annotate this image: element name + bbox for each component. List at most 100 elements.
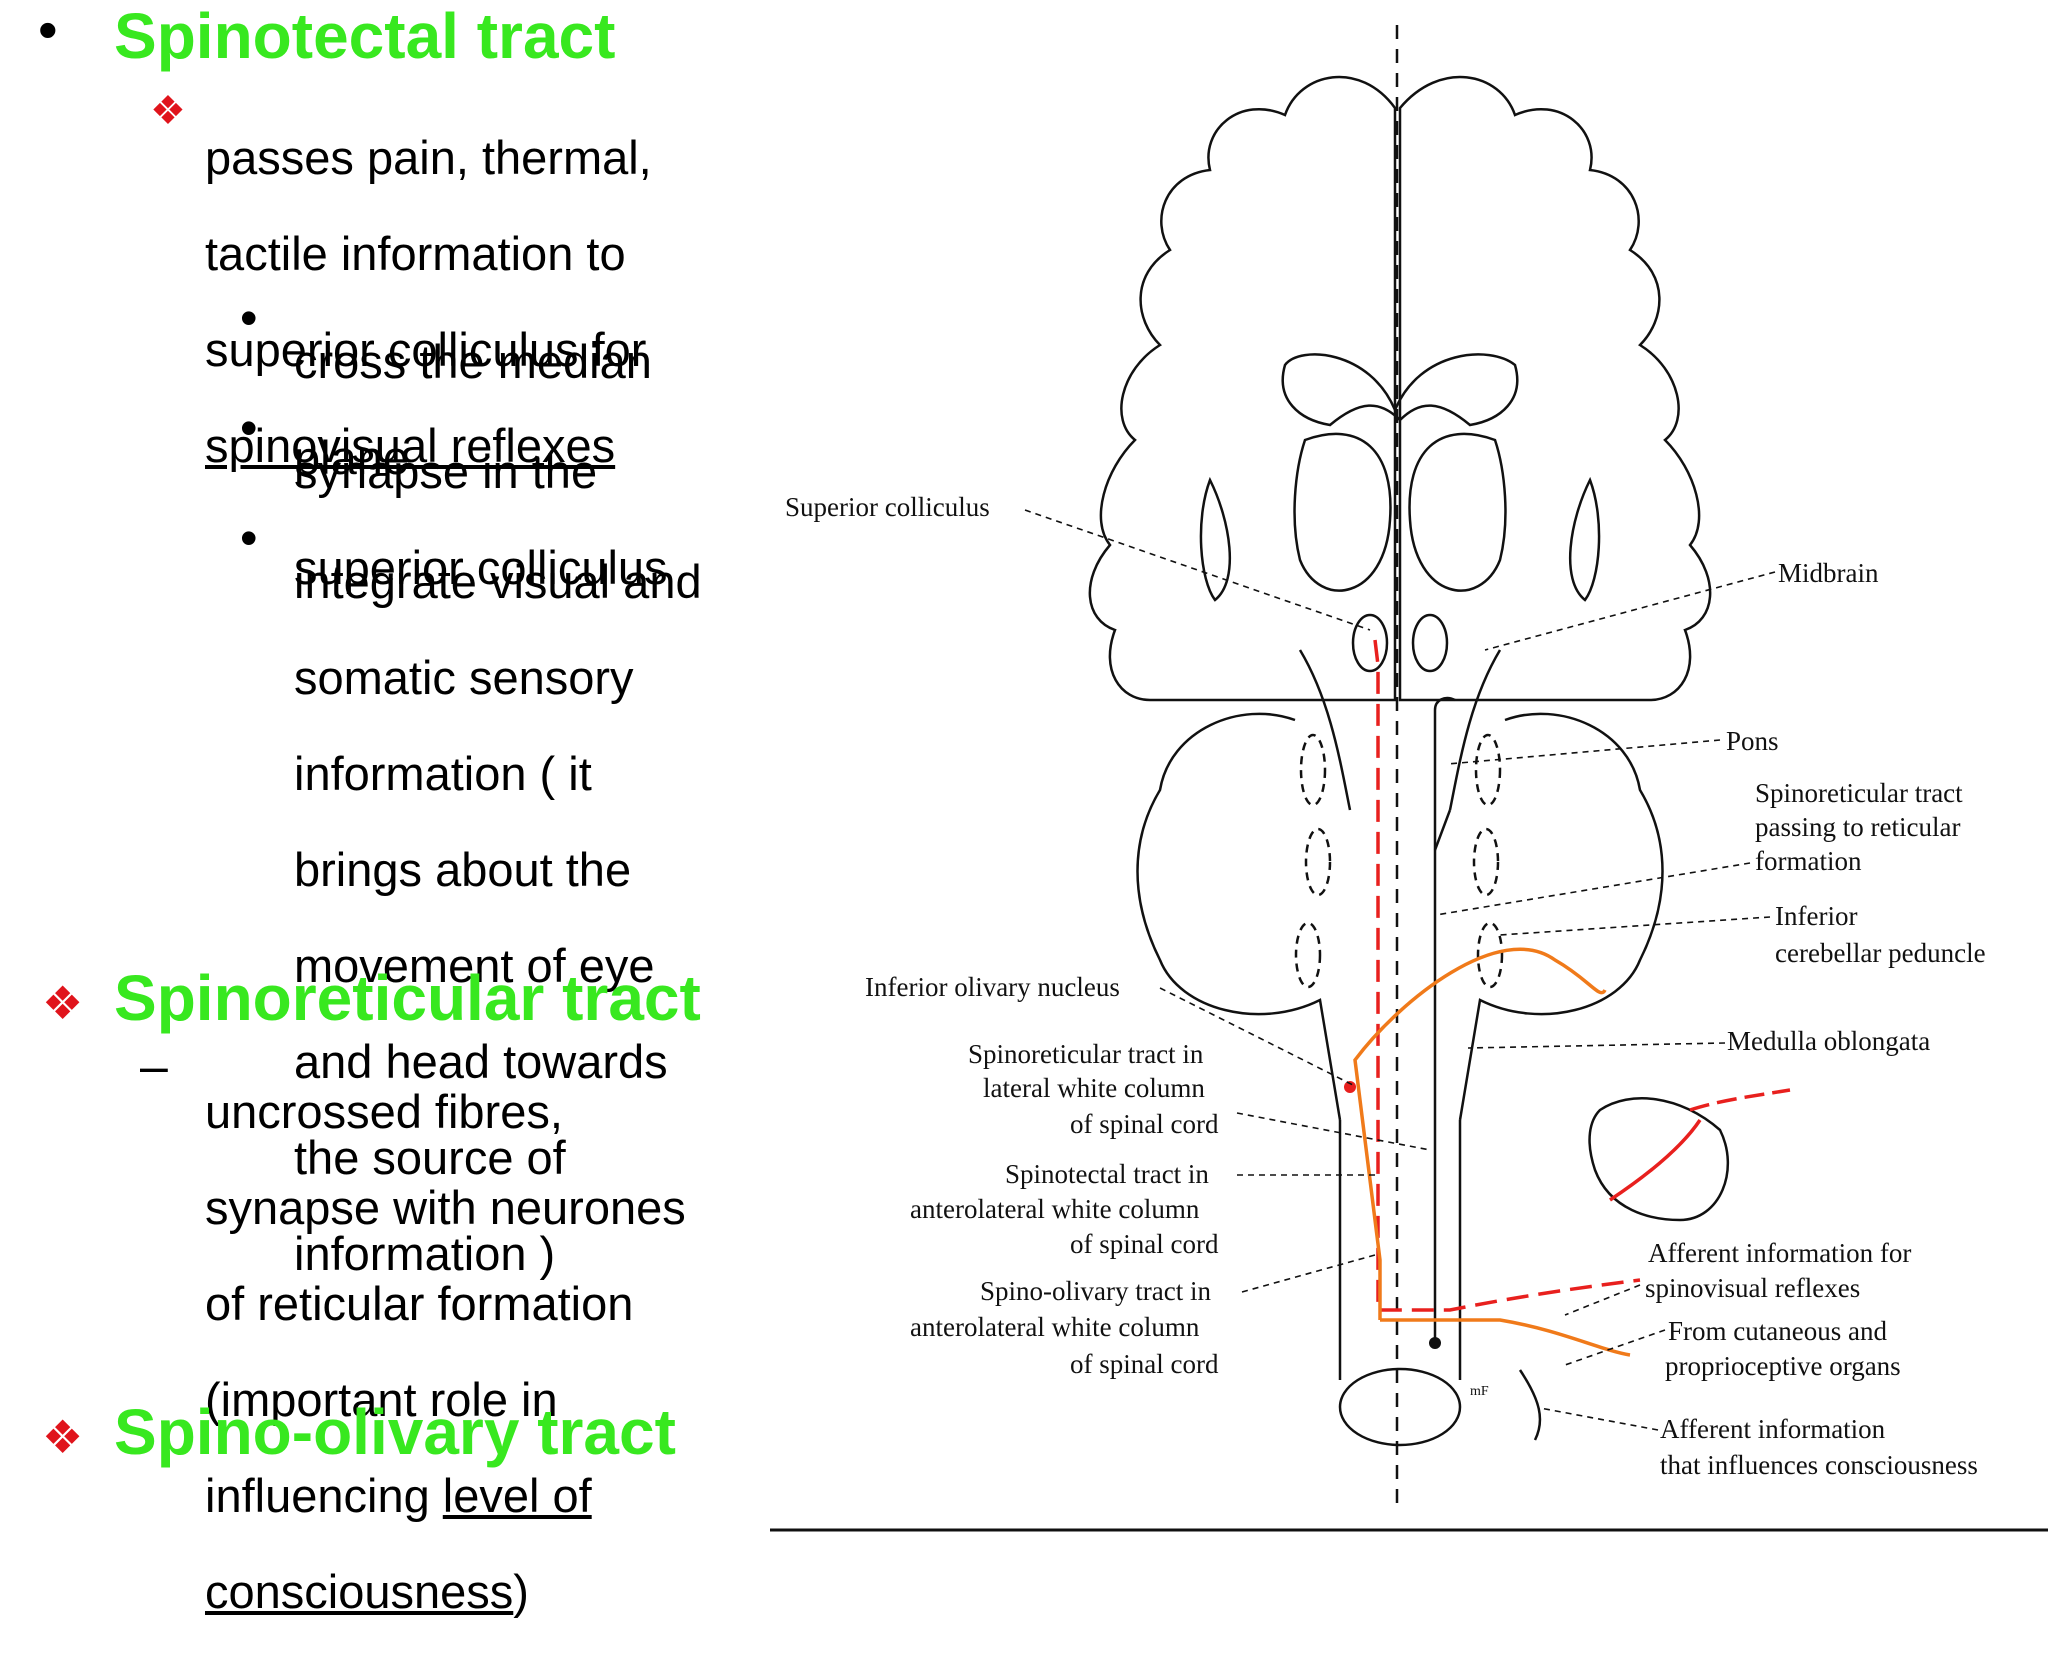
label-spinoreticular-lateral-3: of spinal cord [1070,1109,1219,1139]
point-line: cross the median [294,335,652,388]
point-line: synapse in the [294,445,598,498]
label-medulla: Medulla oblongata [1727,1026,1930,1056]
left-ventricle [1199,476,1232,602]
leader-lines [1024,509,1776,1431]
label-spino-olivary-3: of spinal cord [1070,1349,1219,1379]
point-cross-median: cross the median plane [294,290,652,530]
point-line: information ) [294,1227,556,1280]
inset-cord-section [1588,1097,1730,1222]
olivary-cerebellar-tract [1353,947,1607,1320]
label-spinoreticular-lateral-1: Spinoreticular tract in [968,1039,1204,1069]
left-colliculus [1351,613,1389,673]
point-line: superior colliculus [294,541,668,594]
sr-text: ) [513,1565,529,1618]
point-integrate: integrate visual and somatic sensory inf… [294,510,702,1326]
sr-line: of reticular formation [205,1277,634,1330]
label-afferent-consciousness-2: that influences consciousness [1660,1450,1978,1480]
point-line: brings about the [294,843,632,896]
consciousness-afferent [1518,1369,1542,1441]
cord-cross-section [1338,1367,1462,1447]
brainstem-diagram: Superior colliculus Midbrain Pons Spinor… [770,25,2048,1532]
left-thalamus [1293,432,1392,592]
spinoreticular-dot [1344,1081,1356,1093]
label-pons: Pons [1726,726,1779,756]
label-midbrain: Midbrain [1778,558,1879,588]
midbrain-left [1298,649,1352,811]
label-afferent-spinovisual-2: spinovisual reflexes [1645,1273,1860,1303]
sr-text: influencing [205,1469,443,1522]
main-bullet-1: • [38,0,58,61]
label-spinoreticular-lateral-2: lateral white column [983,1073,1205,1103]
dashed-nuclei [1294,733,1504,989]
label-spino-olivary-2: anterolateral white column [910,1312,1200,1342]
spinoreticular-black-tract [1433,696,1456,1340]
point-line: information ( it [294,747,592,800]
inset-red-fibre [1689,1088,1791,1112]
corpus-callosum [1281,353,1519,427]
point-synapse: synapse in the superior colliculus [294,400,668,640]
sr-underlined: level of [442,1469,592,1522]
label-afferent-spinovisual-1: Afferent information for [1648,1238,1911,1268]
sr-line: (important role in [205,1373,558,1426]
label-inferior-cerebellar-1: Inferior [1775,901,1857,931]
right-thalamus [1408,432,1507,592]
sr-line: influencing level of [205,1472,686,1520]
spinotectal-description: passes pain, thermal, tactile informatio… [205,86,652,518]
label-spino-olivary-1: Spino-olivary tract in [980,1276,1211,1306]
sub-bullet-2: • [240,400,258,456]
label-superior-colliculus: Superior colliculus [785,492,990,522]
right-hemisphere [1398,75,1712,702]
spinotectal-red-tract [1373,639,1641,1312]
point-line: integrate visual and [294,555,702,608]
text-column: • Spinotectal tract ❖ passes pain, therm… [0,0,790,1616]
label-cutaneous-2: proprioceptive organs [1665,1351,1901,1381]
diamond-bullet-1: ❖ [150,89,186,133]
label-inferior-olivary: Inferior olivary nucleus [865,972,1120,1002]
slide: • Spinotectal tract ❖ passes pain, therm… [0,0,2048,1616]
dash-bullet: – [140,1038,168,1094]
sr-underlined: consciousness [205,1565,514,1618]
heading-spino-olivary: Spino-olivary tract [114,1396,676,1468]
spino-olivary-orange-tract [1380,1318,1631,1357]
label-spinotectal-2: anterolateral white column [910,1194,1200,1224]
brain-outline [770,25,2048,1532]
desc-line-1: passes pain, thermal, [205,131,652,184]
diagram-labels: Superior colliculus Midbrain Pons Spinor… [785,492,1986,1480]
heading-spinoreticular: Spinoreticular tract [114,962,701,1034]
diamond-bullet-3: ❖ [42,1411,84,1463]
label-inferior-cerebellar-2: cerebellar peduncle [1775,938,1986,968]
sr-line: uncrossed fibres, [205,1085,563,1138]
black-tract-dot [1429,1337,1441,1349]
right-ventricle [1568,476,1601,602]
sub-bullet-1: • [240,290,258,346]
label-cutaneous-1: From cutaneous and [1668,1316,1887,1346]
right-cerebellum [1458,712,1664,1121]
label-spinotectal-3: of spinal cord [1070,1229,1219,1259]
label-spinoreticular-passing-2: passing to reticular [1755,812,1960,842]
sub-bullet-3: • [240,510,258,566]
diamond-bullet-2: ❖ [42,977,84,1029]
point-line: the source of [294,1131,566,1184]
point-line: plane [294,431,409,484]
label-spinotectal-1: Spinotectal tract in [1005,1159,1209,1189]
point-line: somatic sensory [294,651,634,704]
desc-underlined: spinovisual reflexes [205,419,616,472]
point-line: movement of eye [294,939,655,992]
label-afferent-consciousness-1: Afferent information [1660,1414,1886,1444]
left-hemisphere [1088,75,1397,702]
tract-branch [1433,809,1452,851]
label-spinoreticular-passing-3: formation [1755,846,1862,876]
point-line: and head towards [294,1035,668,1088]
left-cerebellum [1136,712,1342,1121]
sr-line: consciousness) [205,1568,686,1616]
midbrain-right [1448,649,1502,811]
label-spinoreticular-passing-1: Spinoreticular tract [1755,778,1963,808]
heading-spinotectal: Spinotectal tract [114,0,616,72]
sr-line: synapse with neurones [205,1181,686,1234]
inset-red-path [1609,1119,1702,1202]
right-colliculus [1411,613,1449,673]
colored-tracts [1353,639,1791,1357]
desc-line-3: superior colliculus for [205,323,647,376]
desc-line-2: tactile information to [205,227,626,280]
label-small-mark: mF [1470,1384,1489,1399]
